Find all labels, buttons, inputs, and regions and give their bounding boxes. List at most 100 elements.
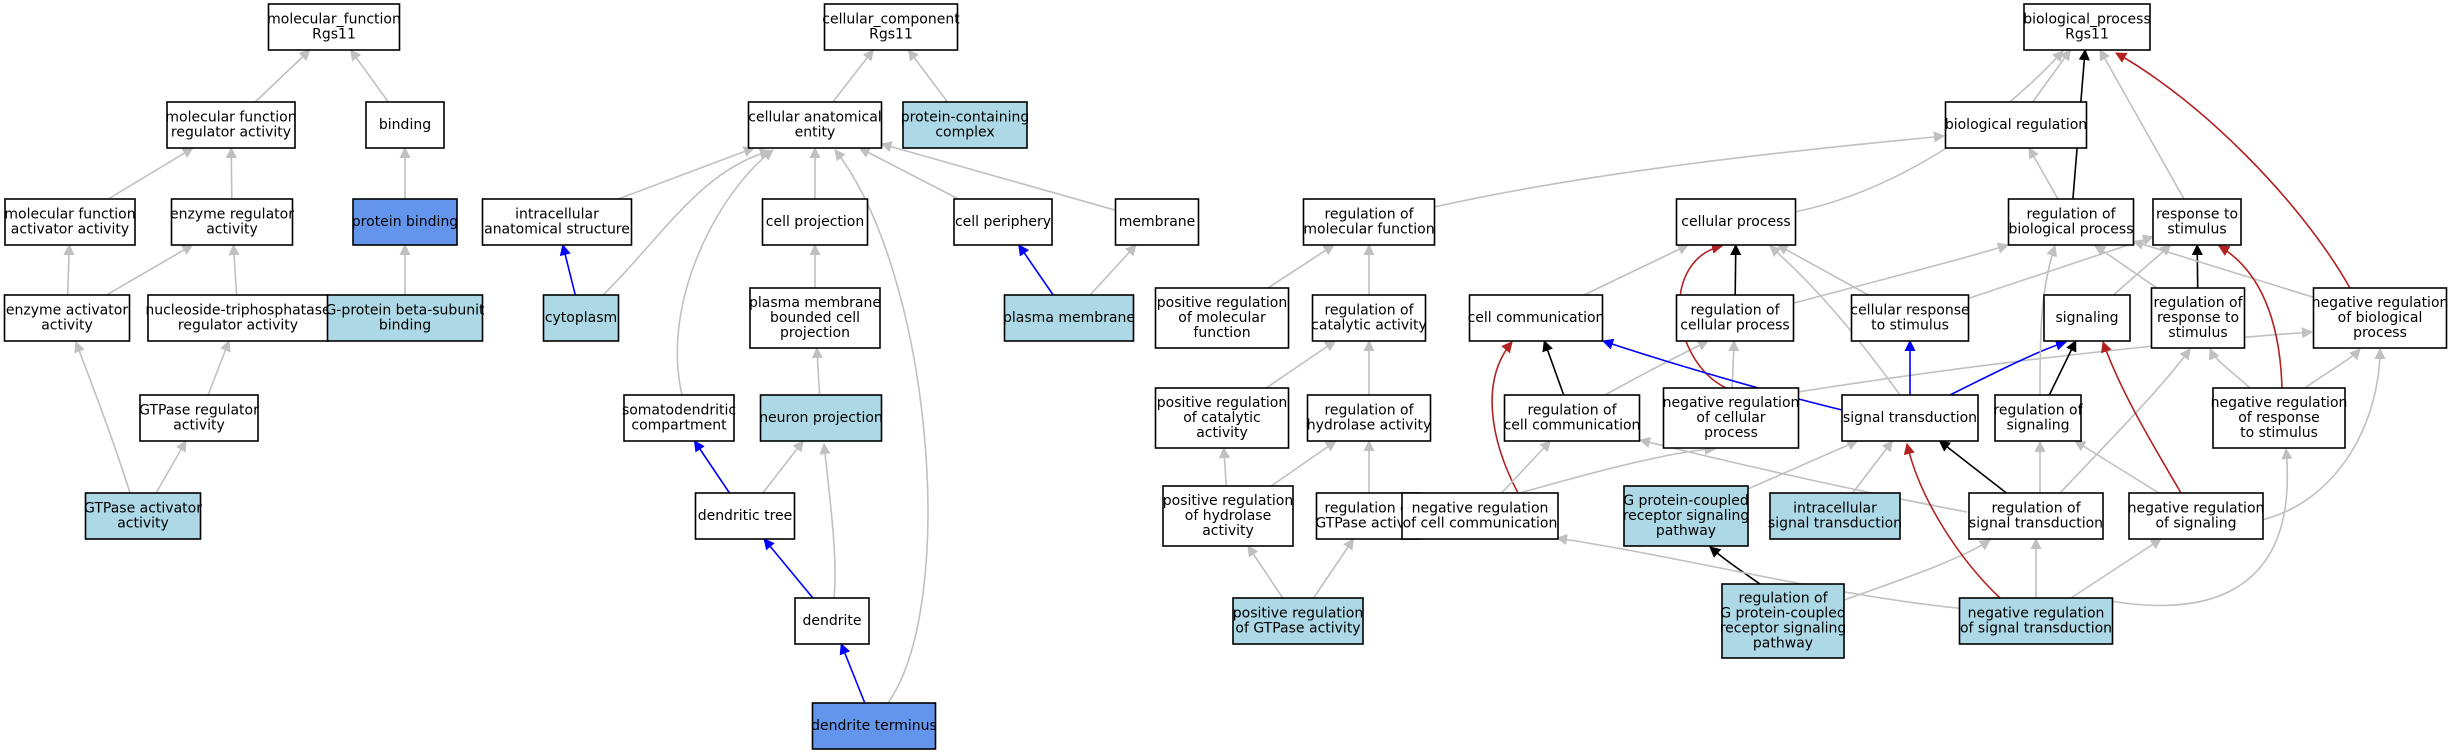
node-label-line: pathway — [1656, 523, 1716, 539]
node-box — [481, 198, 633, 246]
edge-ias-to-cae — [617, 146, 755, 200]
edge-nproj-to-pmbcp — [811, 346, 823, 396]
node-label-line: plasma membrane — [1003, 310, 1135, 326]
edge-rst-to-rrs — [2059, 348, 2191, 494]
edge-gpcr-to-st — [1747, 439, 1859, 490]
node-box — [1114, 198, 1200, 246]
node-label-line: somatodendritic — [622, 403, 736, 419]
node-label-line: plasma membrane — [749, 295, 881, 311]
edge-ccomm-to-cellp — [1583, 244, 1690, 296]
node-label-line: positive regulation — [1157, 395, 1287, 411]
node-box — [1401, 492, 1559, 540]
node-box — [2150, 287, 2246, 349]
edge-gtpaa-to-gtpra — [155, 440, 187, 494]
node-dend: dendrite — [794, 597, 870, 645]
node-label-line: biological regulation — [1945, 117, 2087, 133]
node-box — [267, 3, 401, 51]
edge-rmf-to-breg — [1433, 131, 1946, 208]
edge-ntra-to-era — [228, 243, 240, 296]
edge-mfaa-to-mfra — [107, 147, 194, 200]
node-box — [2043, 294, 2131, 342]
node-label-line: regulation of — [1993, 403, 2083, 419]
node-box — [1503, 394, 1641, 442]
node-label-line: cytoplasm — [545, 310, 617, 326]
node-box — [166, 101, 296, 149]
node-label-line: entity — [795, 125, 836, 141]
node-label-line: dendrite terminus — [811, 718, 937, 734]
node-label-line: bounded cell — [770, 310, 860, 326]
node-label-line: G protein-coupled — [1623, 493, 1749, 509]
node-cproj: cell projection — [761, 198, 869, 246]
node-label-line: positive regulation — [1157, 295, 1287, 311]
node-memb: membrane — [1114, 198, 1200, 246]
node-label-line: process — [2353, 325, 2407, 341]
node-label-line: regulation of — [1324, 403, 1414, 419]
node-label-line: enzyme regulator — [170, 207, 294, 223]
edge-nrbp-to-bp — [2115, 52, 2351, 289]
node-label-line: regulation of — [2026, 207, 2116, 223]
node-label-line: signal transduction — [1843, 410, 1977, 426]
node-label-line: catalytic activity — [1311, 318, 1427, 334]
node-label-line: G protein-coupled — [1720, 606, 1846, 622]
node-box — [4, 198, 136, 246]
edge-nrcc-to-rcc — [1501, 440, 1552, 494]
node-label-line: molecular_function — [267, 12, 401, 28]
node-box — [1003, 294, 1135, 342]
node-box — [794, 597, 870, 645]
node-label-line: signal transduction — [1768, 516, 1902, 532]
node-label-line: activity — [41, 318, 93, 334]
node-label-line: regulation of — [1991, 501, 2081, 517]
edge-pm-to-cper — [1018, 244, 1054, 296]
edge-gtpra-to-ntra — [207, 339, 231, 396]
edge-rbp-to-breg — [2028, 147, 2059, 200]
node-label-line: biological process — [2009, 222, 2134, 238]
node-label-line: complex — [935, 125, 994, 141]
node-label-line: molecular function — [165, 110, 296, 126]
edge-rgpcr-to-rst — [1829, 539, 1991, 606]
edge-sdc-to-cae — [676, 149, 774, 396]
node-label-line: GTPase activity — [1315, 516, 1422, 532]
node-box — [147, 294, 329, 342]
node-pbind: protein binding — [352, 198, 458, 246]
node-box — [2312, 287, 2448, 349]
node-box — [811, 702, 937, 750]
node-label-line: activity — [173, 418, 225, 434]
node-label-line: of molecular — [1178, 310, 1266, 326]
edge-dtree-to-nproj — [762, 440, 804, 494]
edge-nrst-to-nrrs — [2094, 447, 2293, 607]
edge-rgpcr-to-gpcr — [1709, 546, 1761, 585]
edge-sig-to-rts — [2112, 244, 2172, 296]
edge-dend-to-dtree — [763, 538, 814, 599]
node-box — [1721, 583, 1845, 659]
edge-era-to-mfra — [225, 146, 237, 200]
edge-nrst-to-st — [1903, 442, 2001, 599]
node-label-line: of hydrolase — [1185, 508, 1271, 524]
node-label-line: molecular function — [1303, 222, 1434, 238]
node-box — [1958, 597, 2114, 645]
node-label-line: positive regulation — [1163, 493, 1293, 509]
edge-nrsig-to-sig — [2101, 340, 2182, 494]
node-label-line: compartment — [631, 418, 727, 434]
edge-rcc-to-ccomm — [1542, 339, 1565, 396]
node-label-line: protein binding — [352, 214, 458, 230]
node-box — [1944, 101, 2088, 149]
node-label-line: of cellular — [1696, 410, 1765, 426]
edge-prha-to-prca — [1218, 446, 1231, 487]
node-box — [170, 198, 294, 246]
edge-binding-to-mf — [350, 49, 389, 103]
